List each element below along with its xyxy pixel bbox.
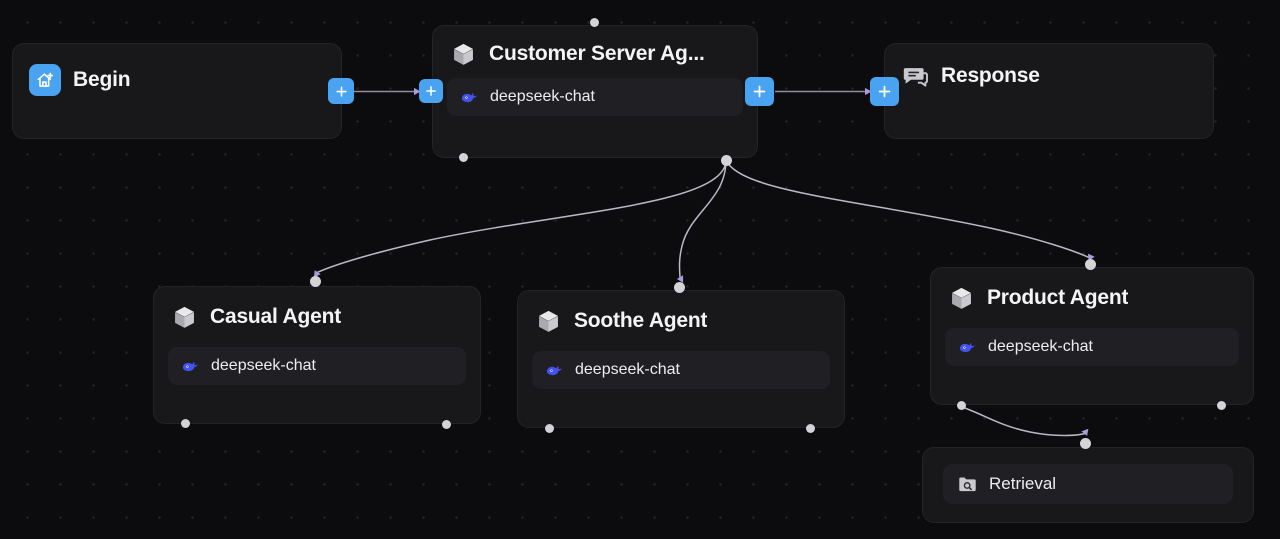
node-retrieval[interactable]: Retrieval — [922, 447, 1254, 523]
model-chip-casual-agent[interactable]: deepseek-chat — [168, 347, 466, 385]
deepseek-whale-icon — [545, 361, 564, 380]
node-casual-agent[interactable]: Casual Agent deepseek-chat — [153, 286, 481, 424]
cube-icon — [534, 307, 562, 335]
node-soothe-agent[interactable]: Soothe Agent deepseek-chat — [517, 290, 845, 428]
node-casual-agent-header: Casual Agent — [154, 287, 480, 341]
edge-agent-to-casual — [313, 159, 727, 278]
edge-product-to-retrieval — [961, 406, 1089, 437]
handle-casual-agent-top[interactable] — [310, 276, 321, 287]
node-customer-server-agent-header: Customer Server Ag... — [433, 26, 757, 78]
model-chip-customer-server-agent[interactable]: deepseek-chat — [447, 78, 743, 116]
node-casual-agent-title: Casual Agent — [210, 305, 342, 328]
node-product-agent-header: Product Agent — [931, 268, 1253, 322]
edge-agent-to-product — [725, 159, 1095, 261]
handle-retrieval-top[interactable] — [1080, 438, 1091, 449]
model-chip-casual-agent-label: deepseek-chat — [211, 357, 316, 374]
node-product-agent-title: Product Agent — [987, 286, 1129, 309]
folder-search-icon — [956, 473, 978, 495]
model-chip-soothe-agent-label: deepseek-chat — [575, 361, 680, 378]
handle-product-agent-bottom-right[interactable] — [1217, 401, 1226, 410]
node-response-header: Response — [885, 44, 1213, 100]
node-begin-title: Begin — [73, 68, 131, 91]
cube-icon — [449, 40, 477, 68]
chat-bubble-icon — [901, 62, 929, 90]
handle-customer-server-agent-bottom-right[interactable] — [721, 155, 732, 166]
handle-customer-server-agent-bottom-left[interactable] — [459, 153, 468, 162]
edge-agent-to-soothe — [676, 159, 727, 283]
deepseek-whale-icon — [181, 357, 200, 376]
cube-icon — [170, 303, 198, 331]
node-soothe-agent-header: Soothe Agent — [518, 291, 844, 345]
node-customer-server-agent[interactable]: Customer Server Ag... deepseek-chat — [432, 25, 758, 158]
deepseek-whale-icon — [460, 88, 479, 107]
model-chip-product-agent[interactable]: deepseek-chat — [945, 328, 1239, 366]
handle-casual-agent-bottom-right[interactable] — [442, 420, 451, 429]
node-begin[interactable]: Begin — [12, 43, 342, 139]
handle-soothe-agent-top[interactable] — [674, 282, 685, 293]
tool-chip-retrieval[interactable]: Retrieval — [943, 464, 1233, 504]
handle-soothe-agent-bottom-left[interactable] — [545, 424, 554, 433]
handle-product-agent-bottom-left[interactable] — [957, 401, 966, 410]
deepseek-whale-icon — [958, 338, 977, 357]
add-node-button-begin-out[interactable] — [328, 78, 354, 104]
node-response-title: Response — [941, 64, 1040, 87]
model-chip-customer-server-agent-label: deepseek-chat — [490, 88, 595, 105]
handle-soothe-agent-bottom-right[interactable] — [806, 424, 815, 433]
tool-chip-retrieval-label: Retrieval — [989, 474, 1057, 493]
home-plus-icon — [29, 64, 61, 96]
node-begin-header: Begin — [13, 44, 341, 106]
add-node-button-response-in[interactable] — [870, 77, 899, 106]
cube-icon — [947, 284, 975, 312]
model-chip-soothe-agent[interactable]: deepseek-chat — [532, 351, 830, 389]
node-soothe-agent-title: Soothe Agent — [574, 309, 708, 332]
node-customer-server-agent-title: Customer Server Ag... — [489, 42, 705, 65]
add-node-button-agent-out[interactable] — [745, 77, 774, 106]
add-node-button-agent-in[interactable] — [419, 79, 443, 103]
handle-customer-server-agent-top[interactable] — [590, 18, 599, 27]
handle-casual-agent-bottom-left[interactable] — [181, 419, 190, 428]
node-response[interactable]: Response — [884, 43, 1214, 139]
handle-product-agent-top[interactable] — [1085, 259, 1096, 270]
model-chip-product-agent-label: deepseek-chat — [988, 338, 1093, 355]
node-product-agent[interactable]: Product Agent deepseek-chat — [930, 267, 1254, 405]
